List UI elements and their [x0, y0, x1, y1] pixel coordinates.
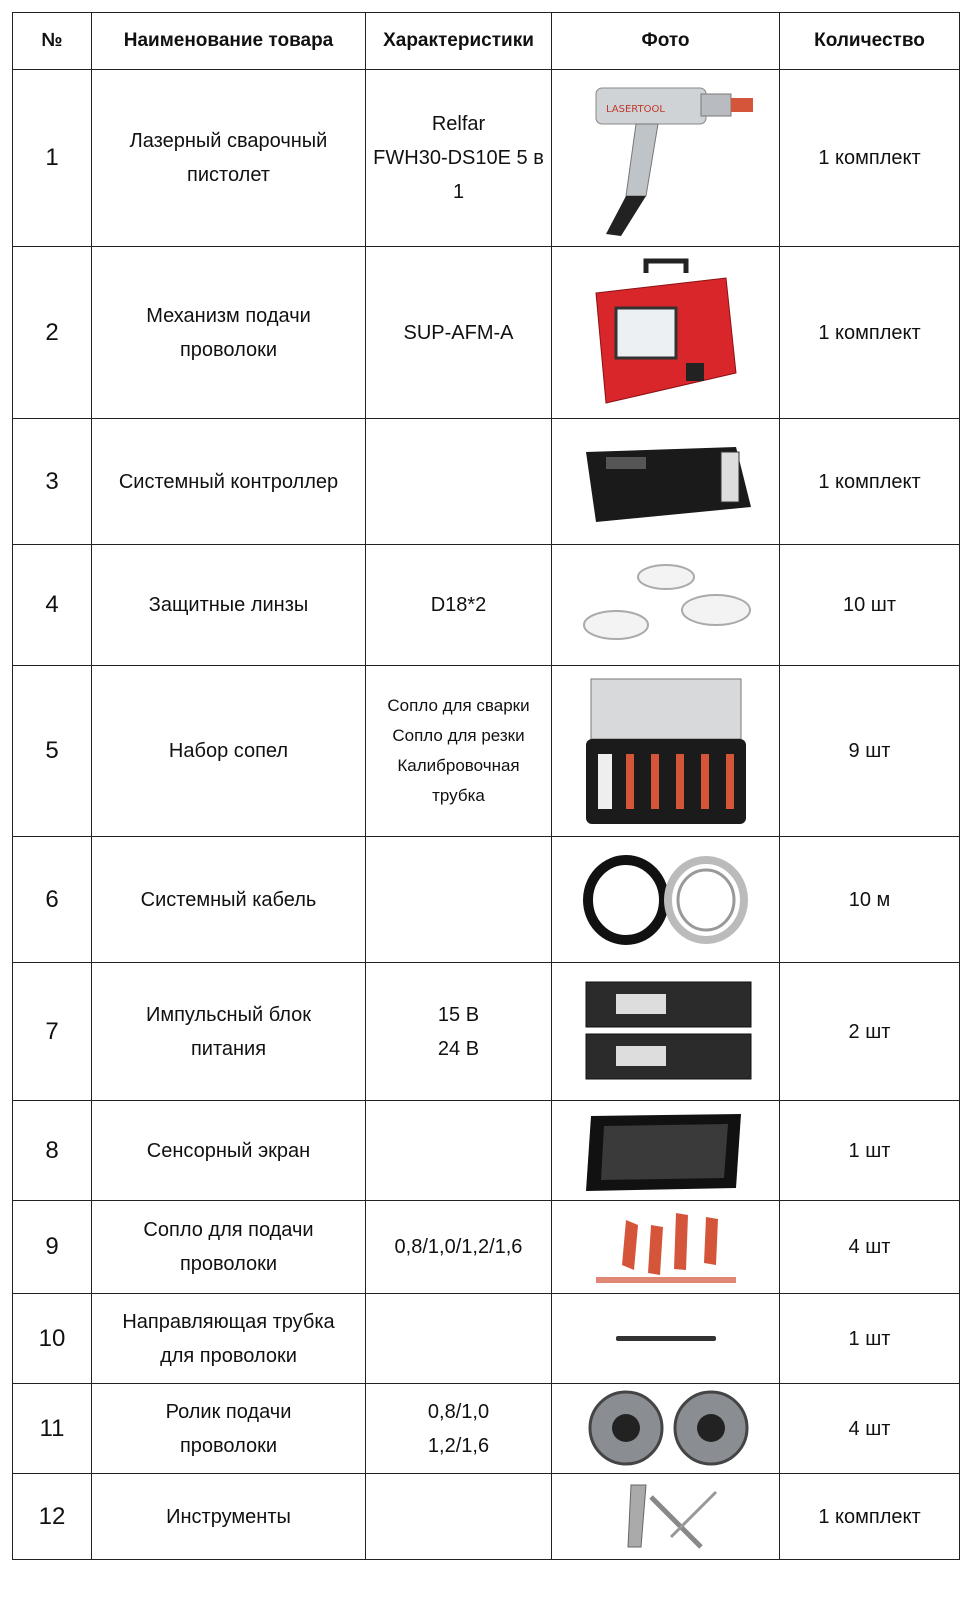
row-num: 9	[12, 1200, 92, 1294]
row-num: 12	[12, 1473, 92, 1560]
table-row: 1 Лазерный сварочный пистолет Relfar FWH…	[12, 69, 960, 247]
row-num: 6	[12, 836, 92, 963]
table-row: 4 Защитные линзы D18*2 10 шт	[12, 544, 960, 666]
row-spec	[365, 1293, 552, 1384]
table-row: 12 Инструменты 1 комплект	[12, 1473, 960, 1560]
nozzle-case-icon	[585, 678, 746, 824]
row-spec	[365, 836, 552, 963]
row-spec	[365, 1100, 552, 1201]
row-name: Сопло для подачи проволоки	[91, 1200, 366, 1294]
row-photo	[551, 418, 780, 545]
row-num: 8	[12, 1100, 92, 1201]
laser-welding-gun-icon: LASERTOOL	[595, 87, 753, 236]
header-name: Наименование товара	[91, 12, 366, 70]
table-row: 9 Сопло для подачи проволоки 0,8/1,0/1,2…	[12, 1200, 960, 1294]
tools-icon	[626, 1484, 717, 1549]
table-row: 10 Направляющая трубка для проволоки 1 ш…	[12, 1293, 960, 1384]
guide-tube-icon	[615, 1335, 716, 1341]
row-qty: 9 шт	[779, 665, 960, 837]
header-photo: Фото	[551, 12, 780, 70]
row-name: Лазерный сварочный пистолет	[91, 69, 366, 247]
row-photo	[551, 246, 780, 419]
row-qty: 1 комплект	[779, 1473, 960, 1560]
row-name: Направляющая трубка для проволоки	[91, 1293, 366, 1384]
row-photo	[551, 1100, 780, 1201]
row-num: 11	[12, 1383, 92, 1474]
table-row: 8 Сенсорный экран 1 шт	[12, 1100, 960, 1201]
row-num: 3	[12, 418, 92, 545]
table-row: 11 Ролик подачи проволоки 0,8/1,0 1,2/1,…	[12, 1383, 960, 1474]
row-spec: 15 В 24 В	[365, 962, 552, 1101]
row-qty: 4 шт	[779, 1200, 960, 1294]
row-photo	[551, 665, 780, 837]
row-qty: 1 шт	[779, 1293, 960, 1384]
header-num: №	[12, 12, 92, 70]
row-spec: D18*2	[365, 544, 552, 666]
protective-lens-icon	[582, 564, 751, 640]
row-name: Импульсный блок питания	[91, 962, 366, 1101]
row-spec: SUP-AFM-A	[365, 246, 552, 419]
feed-roller-icon	[588, 1390, 748, 1466]
header-spec: Характеристики	[365, 12, 552, 70]
header-qty: Количество	[779, 12, 960, 70]
table-row: 7 Импульсный блок питания 15 В 24 В 2 шт	[12, 962, 960, 1101]
row-num: 4	[12, 544, 92, 666]
row-photo: LASERTOOL	[551, 69, 780, 247]
table-row: 5 Набор сопел Сопло для сварки Сопло для…	[12, 665, 960, 837]
row-qty: 4 шт	[779, 1383, 960, 1474]
row-name: Защитные линзы	[91, 544, 366, 666]
row-spec: Relfar FWH30-DS10E 5 в 1	[365, 69, 552, 247]
row-qty: 1 шт	[779, 1100, 960, 1201]
row-name: Системный контроллер	[91, 418, 366, 545]
row-num: 5	[12, 665, 92, 837]
table-row: 6 Системный кабель 10 м	[12, 836, 960, 963]
row-qty: 1 комплект	[779, 418, 960, 545]
row-spec	[365, 418, 552, 545]
row-name: Инструменты	[91, 1473, 366, 1560]
row-num: 2	[12, 246, 92, 419]
cable-coil-icon	[582, 854, 748, 945]
svg-text:LASERTOOL: LASERTOOL	[606, 104, 665, 115]
touch-screen-icon	[585, 1113, 741, 1191]
row-spec	[365, 1473, 552, 1560]
row-photo	[551, 544, 780, 666]
row-qty: 2 шт	[779, 962, 960, 1101]
wire-nozzle-icon	[595, 1212, 736, 1283]
row-photo	[551, 962, 780, 1101]
row-num: 10	[12, 1293, 92, 1384]
row-photo	[551, 836, 780, 963]
row-name: Ролик подачи проволоки	[91, 1383, 366, 1474]
row-qty: 10 м	[779, 836, 960, 963]
row-photo	[551, 1383, 780, 1474]
row-num: 1	[12, 69, 92, 247]
table-header-row: № Наименование товара Характеристики Фот…	[12, 12, 960, 70]
power-supply-icon	[585, 981, 751, 1079]
equipment-table: № Наименование товара Характеристики Фот…	[12, 12, 960, 1560]
wire-feeder-icon	[594, 258, 737, 404]
row-photo	[551, 1293, 780, 1384]
row-name: Сенсорный экран	[91, 1100, 366, 1201]
controller-board-icon	[585, 446, 751, 522]
row-spec: 0,8/1,0 1,2/1,6	[365, 1383, 552, 1474]
row-qty: 1 комплект	[779, 246, 960, 419]
row-spec: 0,8/1,0/1,2/1,6	[365, 1200, 552, 1294]
row-name: Механизм подачи проволоки	[91, 246, 366, 419]
row-photo	[551, 1200, 780, 1294]
row-qty: 1 комплект	[779, 69, 960, 247]
table-row: 3 Системный контроллер 1 комплект	[12, 418, 960, 545]
row-num: 7	[12, 962, 92, 1101]
row-spec: Сопло для сварки Сопло для резки Калибро…	[365, 665, 552, 837]
row-name: Набор сопел	[91, 665, 366, 837]
table-row: 2 Механизм подачи проволоки SUP-AFM-A 1 …	[12, 246, 960, 419]
row-name: Системный кабель	[91, 836, 366, 963]
row-qty: 10 шт	[779, 544, 960, 666]
row-photo	[551, 1473, 780, 1560]
